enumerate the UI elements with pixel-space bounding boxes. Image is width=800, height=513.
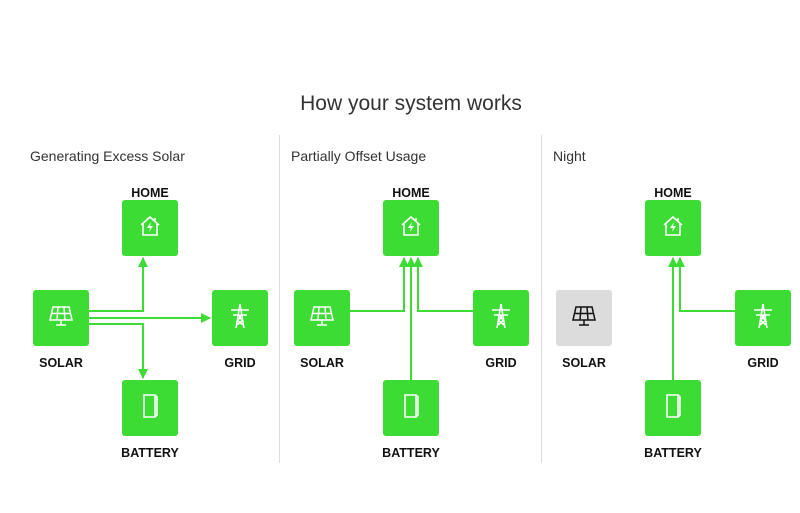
battery-node: [645, 380, 701, 436]
divider: [279, 135, 280, 463]
flow-grid-to-home: [675, 257, 735, 312]
grid-label: GRID: [224, 356, 256, 370]
home-node: [645, 200, 701, 256]
battery-node: [383, 380, 439, 436]
battery-node: [122, 380, 178, 436]
grid-node: [735, 290, 791, 346]
home-label: HOME: [654, 186, 692, 200]
flow-grid-to-home: [413, 257, 473, 312]
solar-node: [33, 290, 89, 346]
solar-node: [556, 290, 612, 346]
grid-icon: [228, 302, 252, 335]
grid-icon: [751, 302, 775, 335]
battery-label: BATTERY: [644, 446, 702, 460]
battery-label: BATTERY: [382, 446, 440, 460]
battery-label: BATTERY: [121, 446, 179, 460]
solar-label: SOLAR: [562, 356, 606, 370]
grid-node: [212, 290, 268, 346]
grid-node: [473, 290, 529, 346]
home-icon: [398, 213, 424, 244]
solar-label: SOLAR: [300, 356, 344, 370]
panel-subtitle: Generating Excess Solar: [30, 148, 185, 164]
grid-label: GRID: [747, 356, 779, 370]
solar-label: SOLAR: [39, 356, 83, 370]
solar-icon: [570, 303, 598, 334]
battery-icon: [401, 392, 421, 425]
home-label: HOME: [392, 186, 430, 200]
battery-icon: [140, 392, 160, 425]
divider: [541, 135, 542, 463]
panel-subtitle: Partially Offset Usage: [291, 148, 427, 164]
solar-icon: [47, 303, 75, 334]
solar-node: [294, 290, 350, 346]
grid-label: GRID: [485, 356, 517, 370]
flow-solar-to-battery: [89, 323, 148, 379]
flow-solar-to-home: [350, 257, 409, 312]
panel-subtitle: Night: [553, 148, 586, 164]
home-label: HOME: [131, 186, 169, 200]
page-title: How your system works: [300, 92, 522, 115]
home-icon: [660, 213, 686, 244]
home-node: [122, 200, 178, 256]
battery-icon: [663, 392, 683, 425]
flow-solar-to-home: [89, 257, 148, 312]
grid-icon: [489, 302, 513, 335]
home-node: [383, 200, 439, 256]
solar-icon: [308, 303, 336, 334]
home-icon: [137, 213, 163, 244]
